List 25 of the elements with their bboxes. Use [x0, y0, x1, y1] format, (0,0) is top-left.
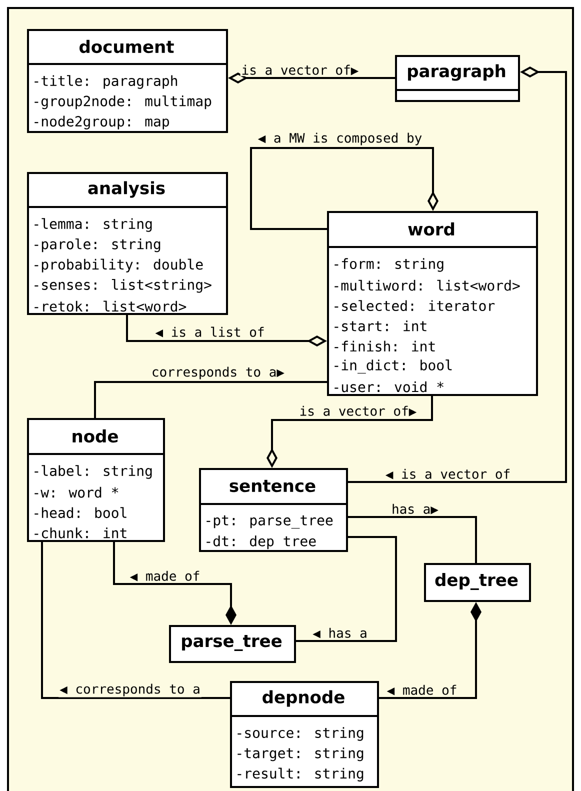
- class-box: node -label: string -w: word * -head: bool -chunk: int: [27, 418, 165, 542]
- edge-label: has a▶: [390, 502, 440, 516]
- class-box: document -title: paragraph -group2node: multimap -node2group: map: [27, 29, 228, 133]
- association-line: [41, 542, 230, 699]
- association-line: [348, 516, 477, 563]
- edge-label: ◀ corresponds to a: [58, 682, 202, 698]
- edge-label: ◀ is a vector of: [384, 468, 512, 480]
- class-box: paragraph: [395, 55, 520, 102]
- class-box: analysis -lemma: string -parole: string -probability: double -senses: list<string> -retok: list<word>: [27, 172, 228, 315]
- class-box: parse_tree: [169, 625, 296, 663]
- edge-label: ◀ has a: [312, 626, 368, 640]
- edge-label: ◀ a MW is composed by: [256, 132, 424, 146]
- edge-label: is a vector of▶: [298, 404, 418, 418]
- class-box: depnode -source: string -target: string -result: string: [230, 681, 379, 788]
- association-line: [296, 536, 397, 642]
- class-box: word -form: string -multiword: list<word> -selected: iterator -start: int -finish: int -in_dict: bool -user: void *: [327, 211, 538, 396]
- class-box: sentence -pt: parse_tree -dt: dep tree: [199, 468, 348, 552]
- edge-label: corresponds to a▶: [150, 366, 286, 380]
- association-line: [250, 147, 438, 230]
- edge-label: ◀ made of: [128, 570, 202, 582]
- edge-label: ◀ is a list of: [154, 326, 266, 338]
- class-box: dep_tree: [424, 563, 531, 602]
- association-line: [94, 381, 327, 418]
- association-line: [348, 66, 567, 483]
- edge-label: ◀ made of: [386, 684, 458, 696]
